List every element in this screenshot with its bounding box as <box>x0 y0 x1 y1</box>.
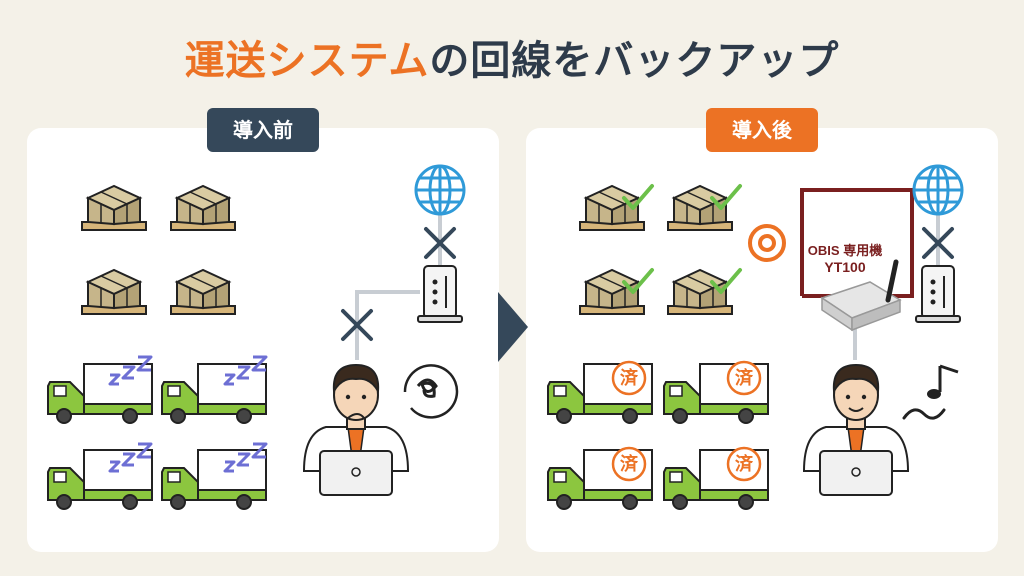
router-icon <box>417 265 463 323</box>
after-person <box>803 364 909 496</box>
truck-icon <box>47 449 153 510</box>
target-icon <box>748 224 786 262</box>
before-network <box>341 164 466 360</box>
obis-device-icon <box>820 259 902 332</box>
device-label: OBIS 専用機 YT100 <box>790 243 900 275</box>
before-boxes <box>81 185 236 315</box>
device-model: YT100 <box>824 259 866 275</box>
after-network <box>800 164 964 360</box>
done-badge <box>611 360 647 396</box>
done-badge <box>726 446 762 482</box>
before-label: 導入前 <box>207 108 319 152</box>
globe-icon <box>912 164 964 216</box>
truck-icon <box>161 363 267 424</box>
before-trucks <box>47 355 268 510</box>
title-rest: の回線をバックアップ <box>429 38 840 84</box>
music-note-icon <box>902 364 959 420</box>
box-icon <box>170 185 236 231</box>
page-title: 運送システムの回線をバックアップ <box>0 36 1024 86</box>
worried-person-icon <box>303 364 409 496</box>
box-icon <box>81 185 147 231</box>
after-label: 導入後 <box>706 108 818 152</box>
happy-person-icon <box>803 364 909 496</box>
after-boxes <box>579 184 742 315</box>
globe-icon <box>414 164 466 216</box>
done-badge <box>611 446 647 482</box>
box-icon <box>81 269 147 315</box>
confused-scribble-icon <box>403 364 459 419</box>
title-highlight: 運送システム <box>184 38 430 84</box>
box-icon <box>170 269 236 315</box>
after-trucks <box>547 360 769 510</box>
truck-icon <box>161 449 267 510</box>
done-badge <box>726 360 762 396</box>
device-name: OBIS 専用機 <box>807 243 883 258</box>
transition-arrow-icon <box>498 292 528 362</box>
router-icon <box>915 265 961 323</box>
truck-icon <box>47 363 153 424</box>
before-person <box>303 364 409 496</box>
